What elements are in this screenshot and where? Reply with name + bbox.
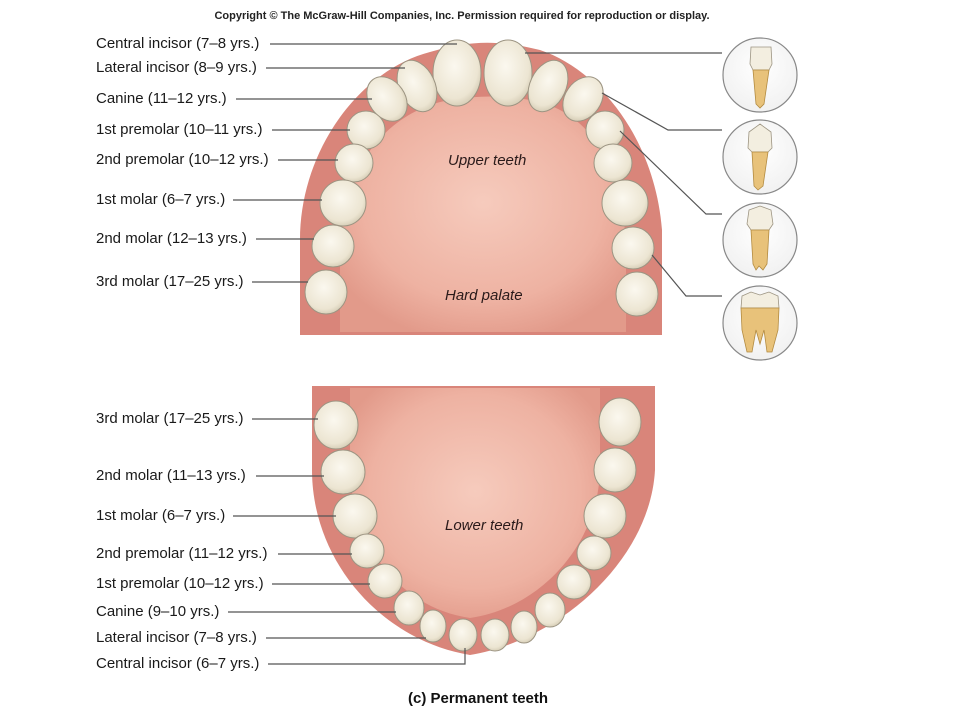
upper-leader-lines (233, 43, 457, 283)
figure-caption: (c) Permanent teeth (408, 690, 549, 707)
upper-label-second-premolar: 2nd premolar (10–12 yrs.) (96, 151, 269, 168)
lower-label-second-premolar: 2nd premolar (11–12 yrs.) (96, 545, 268, 562)
upper-label-central-incisor: Central incisor (7–8 yrs.) (96, 35, 260, 52)
upper-teeth-title: Upper teeth (448, 152, 527, 169)
lower-left-second-molar (593, 447, 637, 493)
upper-label-first-molar: 1st molar (6–7 yrs.) (96, 191, 226, 208)
lower-label-canine: Canine (9–10 yrs.) (96, 603, 220, 620)
upper-label-lateral-incisor: Lateral incisor (8–9 yrs.) (96, 59, 257, 76)
lower-left-second-premolar (576, 535, 612, 571)
upper-left-second-premolar (593, 143, 633, 183)
upper-arch (300, 39, 662, 335)
lower-right-second-premolar (349, 533, 385, 569)
lower-right-central-incisor (448, 618, 478, 652)
lower-tongue-area (350, 388, 600, 618)
lower-left-first-molar (583, 493, 627, 539)
upper-left-central-incisor (483, 39, 533, 107)
lower-label-first-premolar: 1st premolar (10–12 yrs.) (96, 575, 264, 592)
canine-detail (722, 119, 798, 195)
upper-label-second-molar: 2nd molar (12–13 yrs.) (96, 230, 247, 247)
lower-left-third-molar (598, 397, 642, 447)
leader-line (651, 254, 722, 297)
upper-label-canine: Canine (11–12 yrs.) (96, 90, 227, 107)
upper-label-first-premolar: 1st premolar (10–11 yrs.) (96, 121, 263, 138)
leader-line (619, 130, 722, 215)
lower-left-central-incisor (480, 618, 510, 652)
lower-right-first-premolar (367, 563, 403, 599)
upper-right-second-premolar (334, 143, 374, 183)
lower-right-second-molar (320, 449, 366, 495)
upper-teeth (304, 39, 659, 317)
lower-right-canine (393, 590, 425, 626)
lower-label-second-molar: 2nd molar (11–13 yrs.) (96, 467, 246, 484)
upper-right-second-molar (311, 224, 355, 268)
lower-left-first-premolar (556, 564, 592, 600)
upper-left-canine (562, 76, 604, 122)
lower-label-lateral-incisor: Lateral incisor (7–8 yrs.) (96, 629, 257, 646)
lower-right-lateral-incisor (419, 609, 447, 643)
lower-label-central-incisor: Central incisor (6–7 yrs.) (96, 655, 260, 672)
upper-right-first-molar (319, 179, 367, 227)
lower-arch (312, 386, 655, 655)
premolar-tooth-icon (746, 205, 774, 271)
lower-label-third-molar: 3rd molar (17–25 yrs.) (96, 410, 244, 427)
leader-line (268, 648, 466, 665)
upper-left-first-molar (601, 179, 649, 227)
tooth-detail-circles (722, 37, 798, 361)
copyright-notice: Copyright © The McGraw-Hill Companies, I… (214, 10, 710, 22)
upper-right-first-premolar (346, 110, 386, 150)
molar-detail (722, 285, 798, 361)
hard-palate-label: Hard palate (445, 287, 523, 304)
lower-teeth (313, 397, 642, 652)
incisor-tooth-icon (749, 46, 773, 109)
lower-leader-lines (228, 418, 466, 665)
upper-left-lateral-incisor (527, 59, 569, 113)
lower-label-first-molar: 1st molar (6–7 yrs.) (96, 507, 226, 524)
upper-palate (340, 96, 626, 333)
upper-left-third-molar (615, 271, 659, 317)
incisor-detail (722, 37, 798, 113)
upper-left-first-premolar (585, 110, 625, 150)
lower-right-first-molar (332, 493, 378, 539)
lower-right-third-molar (313, 400, 359, 450)
leader-line (601, 92, 722, 131)
upper-right-central-incisor (432, 39, 482, 107)
premolar-detail (722, 202, 798, 278)
upper-right-third-molar (304, 269, 348, 315)
upper-right-canine (366, 76, 408, 122)
detail-leader-lines (525, 52, 722, 297)
upper-left-second-molar (611, 226, 655, 270)
canine-tooth-icon (747, 123, 773, 191)
lower-left-lateral-incisor (510, 610, 538, 644)
molar-tooth-icon (740, 291, 780, 353)
lower-left-canine (534, 592, 566, 628)
upper-label-third-molar: 3rd molar (17–25 yrs.) (96, 273, 244, 290)
lower-teeth-title: Lower teeth (445, 517, 524, 534)
